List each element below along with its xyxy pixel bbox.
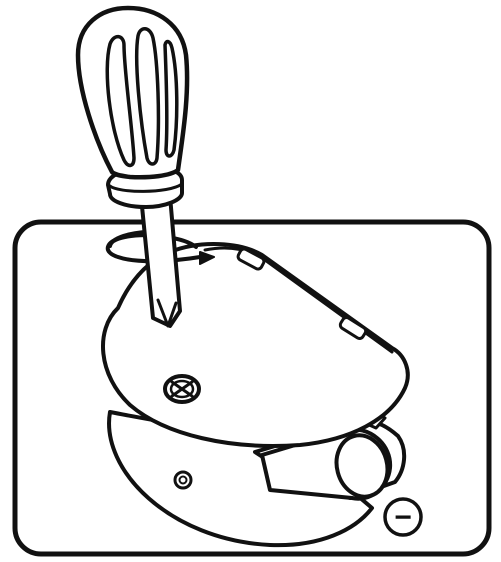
negative-polarity-label: − [394,501,412,534]
negative-polarity-icon: − [383,497,423,537]
cover-screw-icon [163,374,201,404]
cover-tab-icon [338,316,368,340]
screwdriver-icon [75,5,190,328]
frame [12,219,492,557]
cover-tab-icon [236,247,266,271]
